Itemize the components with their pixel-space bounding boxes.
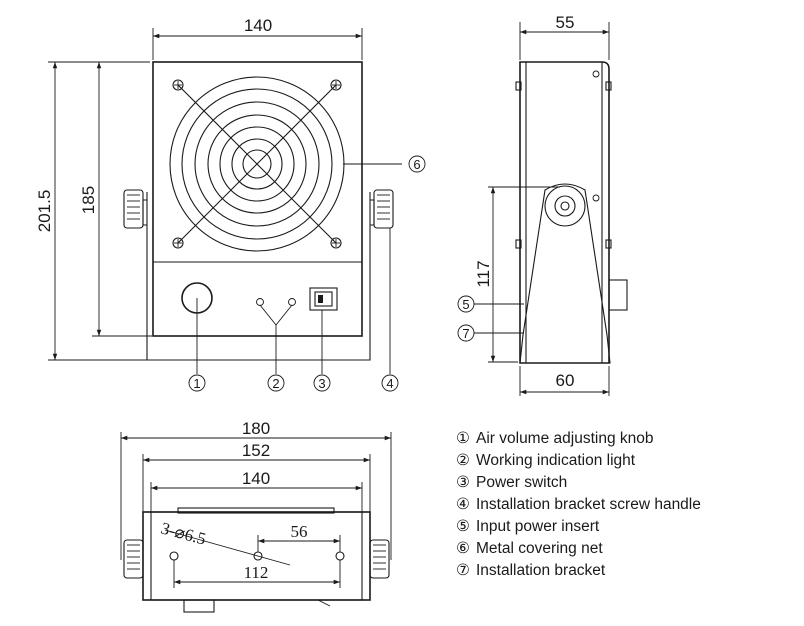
- input-power-insert: [608, 279, 628, 311]
- legend-item-number: ⑤: [456, 518, 470, 535]
- side-body: [519, 61, 610, 364]
- hole-spacing-label: 56: [291, 522, 308, 541]
- front-width-label: 140: [244, 16, 272, 35]
- legend-item-number: ④: [456, 496, 470, 513]
- svg-text:4: 4: [386, 376, 393, 391]
- bottom-view: 180 152 140 56: [120, 419, 392, 613]
- legend-item: ③ Power switch: [456, 472, 701, 494]
- indication-light-left: [256, 298, 264, 306]
- legend-item-number: ①: [456, 430, 470, 447]
- bottom-left-knob: [123, 539, 144, 579]
- legend-item-text: Working indication light: [476, 452, 636, 469]
- front-view: 140 201.5 185: [35, 16, 426, 392]
- bottom-overall-width-label: 180: [242, 419, 270, 438]
- front-body-height-label: 185: [79, 186, 98, 214]
- svg-text:3: 3: [318, 376, 325, 391]
- side-bottom-width-label: 60: [556, 371, 575, 390]
- indication-light-right: [288, 298, 296, 306]
- hole-spec-leader: [164, 529, 291, 566]
- legend-item-text: Metal covering net: [476, 540, 603, 557]
- bottom-right-knob: [369, 539, 390, 579]
- legend-item-number: ⑦: [456, 562, 470, 579]
- legend: ① Air volume adjusting knob ② Working indic…: [456, 428, 701, 582]
- bottom-bracket-width-label: 152: [242, 441, 270, 460]
- legend-item: ⑥ Metal covering net: [456, 538, 701, 560]
- right-bracket-knob: [373, 189, 394, 229]
- legend-item-text: Air volume adjusting knob: [476, 430, 654, 447]
- legend-item-number: ⑥: [456, 540, 470, 557]
- side-view: 55 117 60 5 7: [457, 13, 628, 396]
- mount-hole-right: [335, 551, 345, 561]
- svg-text:5: 5: [462, 297, 469, 312]
- legend-item-text: Power switch: [476, 474, 568, 491]
- svg-text:6: 6: [413, 157, 420, 172]
- legend-item: ④ Installation bracket screw handle: [456, 494, 701, 516]
- mount-hole-left: [169, 551, 179, 561]
- side-top-width-label: 55: [556, 13, 575, 32]
- legend-item-number: ③: [456, 474, 470, 491]
- grill-screws: [172, 79, 342, 249]
- power-switch: [309, 287, 338, 311]
- front-total-height-label: 201.5: [35, 190, 54, 233]
- legend-item: ⑦ Installation bracket: [456, 560, 701, 582]
- metal-covering-net: [169, 76, 345, 252]
- legend-item: ① Air volume adjusting knob: [456, 428, 701, 450]
- hole-spec-label: 3-⌀6.5: [159, 519, 208, 549]
- front-body: [152, 61, 363, 337]
- legend-item-text: Input power insert: [476, 518, 600, 535]
- legend-item-number: ②: [456, 452, 470, 469]
- front-bracket: [146, 192, 371, 361]
- side-bracket: [519, 183, 611, 364]
- svg-text:1: 1: [193, 376, 200, 391]
- legend-item: ⑤ Input power insert: [456, 516, 701, 538]
- legend-item: ② Working indication light: [456, 450, 701, 472]
- svg-text:7: 7: [462, 326, 469, 341]
- hole-pitch-label: 112: [244, 563, 269, 582]
- legend-item-text: Installation bracket screw handle: [476, 496, 701, 513]
- side-height-label: 117: [474, 260, 493, 287]
- svg-text:2: 2: [272, 376, 279, 391]
- left-bracket-knob: [123, 189, 144, 229]
- legend-item-text: Installation bracket: [476, 562, 606, 579]
- bottom-body-width-label: 140: [242, 469, 270, 488]
